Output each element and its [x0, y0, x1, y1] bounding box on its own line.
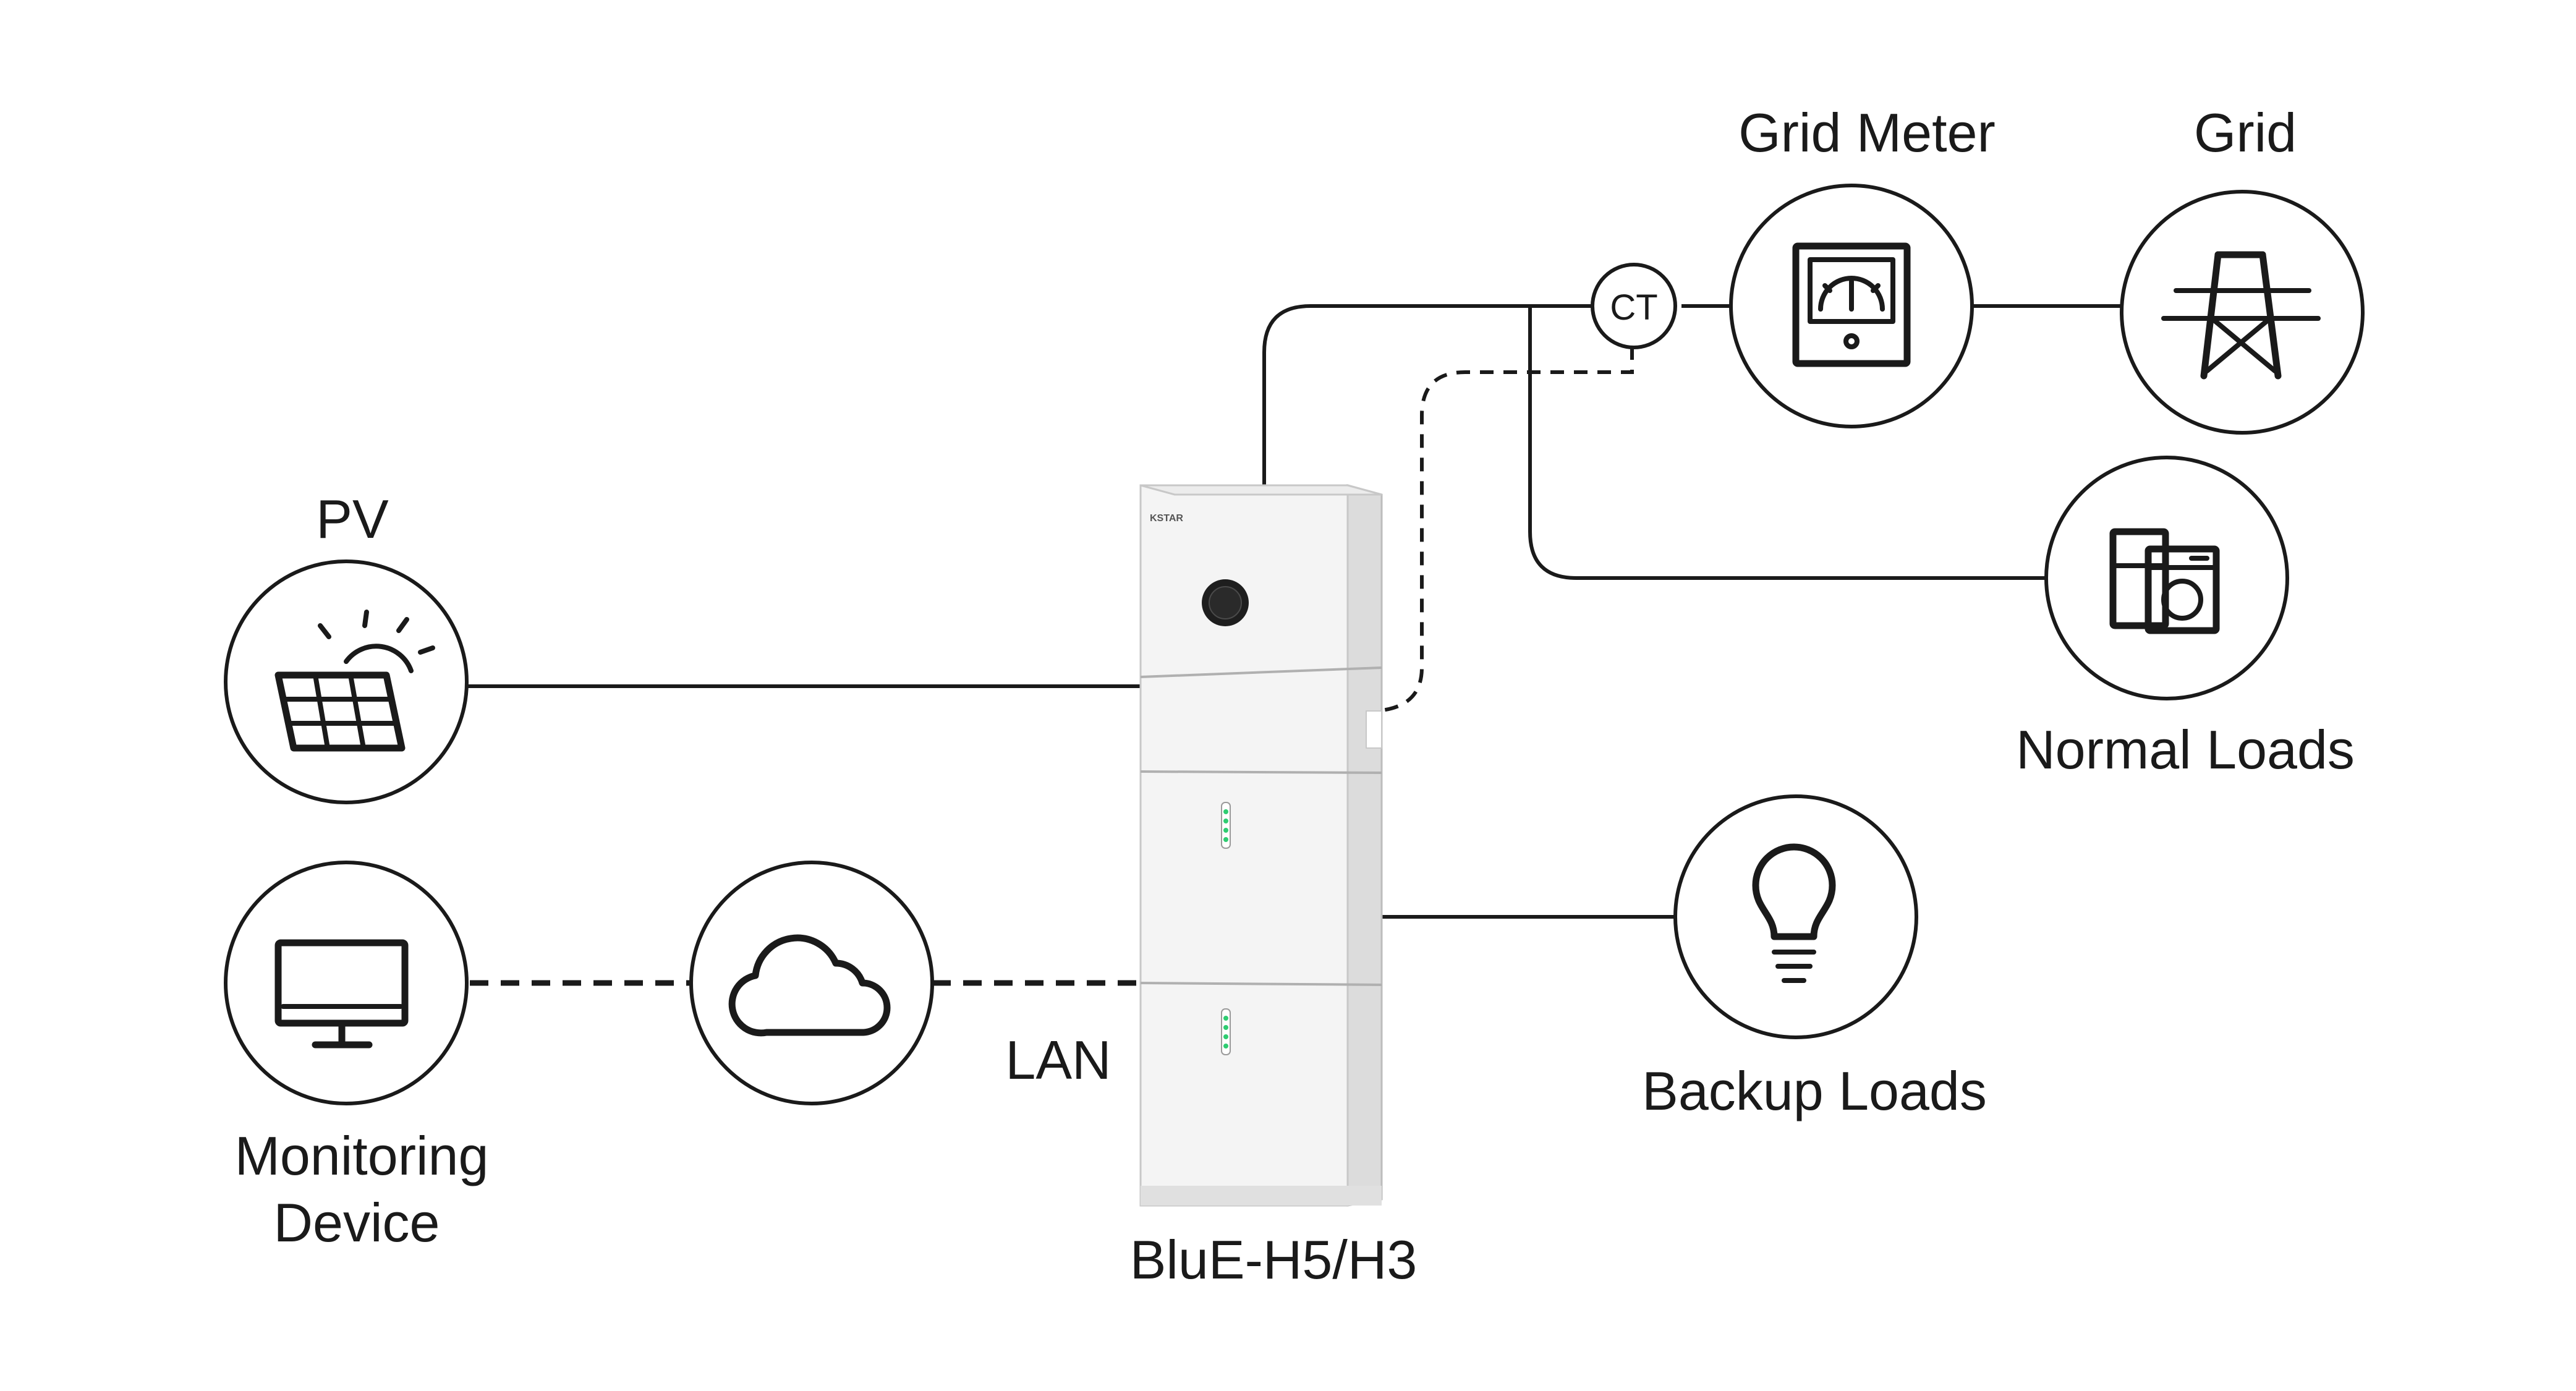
normal-loads-line: [1528, 306, 2046, 580]
meter-gauge-icon: [1792, 242, 1911, 367]
junction-module: [1140, 710, 1382, 774]
grid-label: Grid: [2194, 102, 2297, 163]
monitor-icon: [274, 939, 409, 1049]
inverter-module: KSTAR: [1140, 513, 1382, 678]
ct-signal-line: [1375, 346, 1634, 713]
grid-ac-line: [1262, 304, 1601, 485]
brand-label: KSTAR: [1150, 513, 1183, 524]
cloud-icon: [728, 934, 891, 1037]
pv-node: PV: [224, 488, 469, 804]
grid-meter-label: Grid Meter: [1738, 102, 1996, 163]
battery-module-1: [1140, 802, 1382, 986]
monitoring-label-line2: Device: [274, 1192, 440, 1253]
normal-loads-node: Normal Loads: [2016, 456, 2355, 780]
backup-loads-node: Backup Loads: [1642, 794, 1987, 1121]
transmission-tower-icon: [2161, 251, 2321, 380]
inverter-battery-unit: KSTAR: [1139, 484, 1383, 1207]
grid-node: Grid: [2120, 102, 2365, 435]
monitoring-node: Monitoring Device: [224, 861, 489, 1253]
normal-loads-label: Normal Loads: [2016, 719, 2355, 780]
cloud-node: [689, 861, 934, 1105]
pv-label: PV: [316, 488, 389, 550]
ct-sensor: CT: [1591, 263, 1677, 349]
light-bulb-icon: [1752, 843, 1836, 983]
grid-meter-node: Grid Meter: [1729, 102, 1996, 428]
ct-label: CT: [1610, 287, 1657, 328]
backup-loads-label: Backup Loads: [1642, 1060, 1987, 1121]
fridge-washer-icon: [2109, 528, 2220, 634]
connections: [467, 304, 2122, 986]
device-label: BluE-H5/H3: [1130, 1229, 1418, 1290]
monitoring-label-line1: Monitoring: [235, 1125, 489, 1186]
lan-label: LAN: [1005, 1029, 1111, 1091]
solar-panel-sun-icon: [274, 610, 435, 752]
battery-module-2: [1221, 1008, 1231, 1055]
